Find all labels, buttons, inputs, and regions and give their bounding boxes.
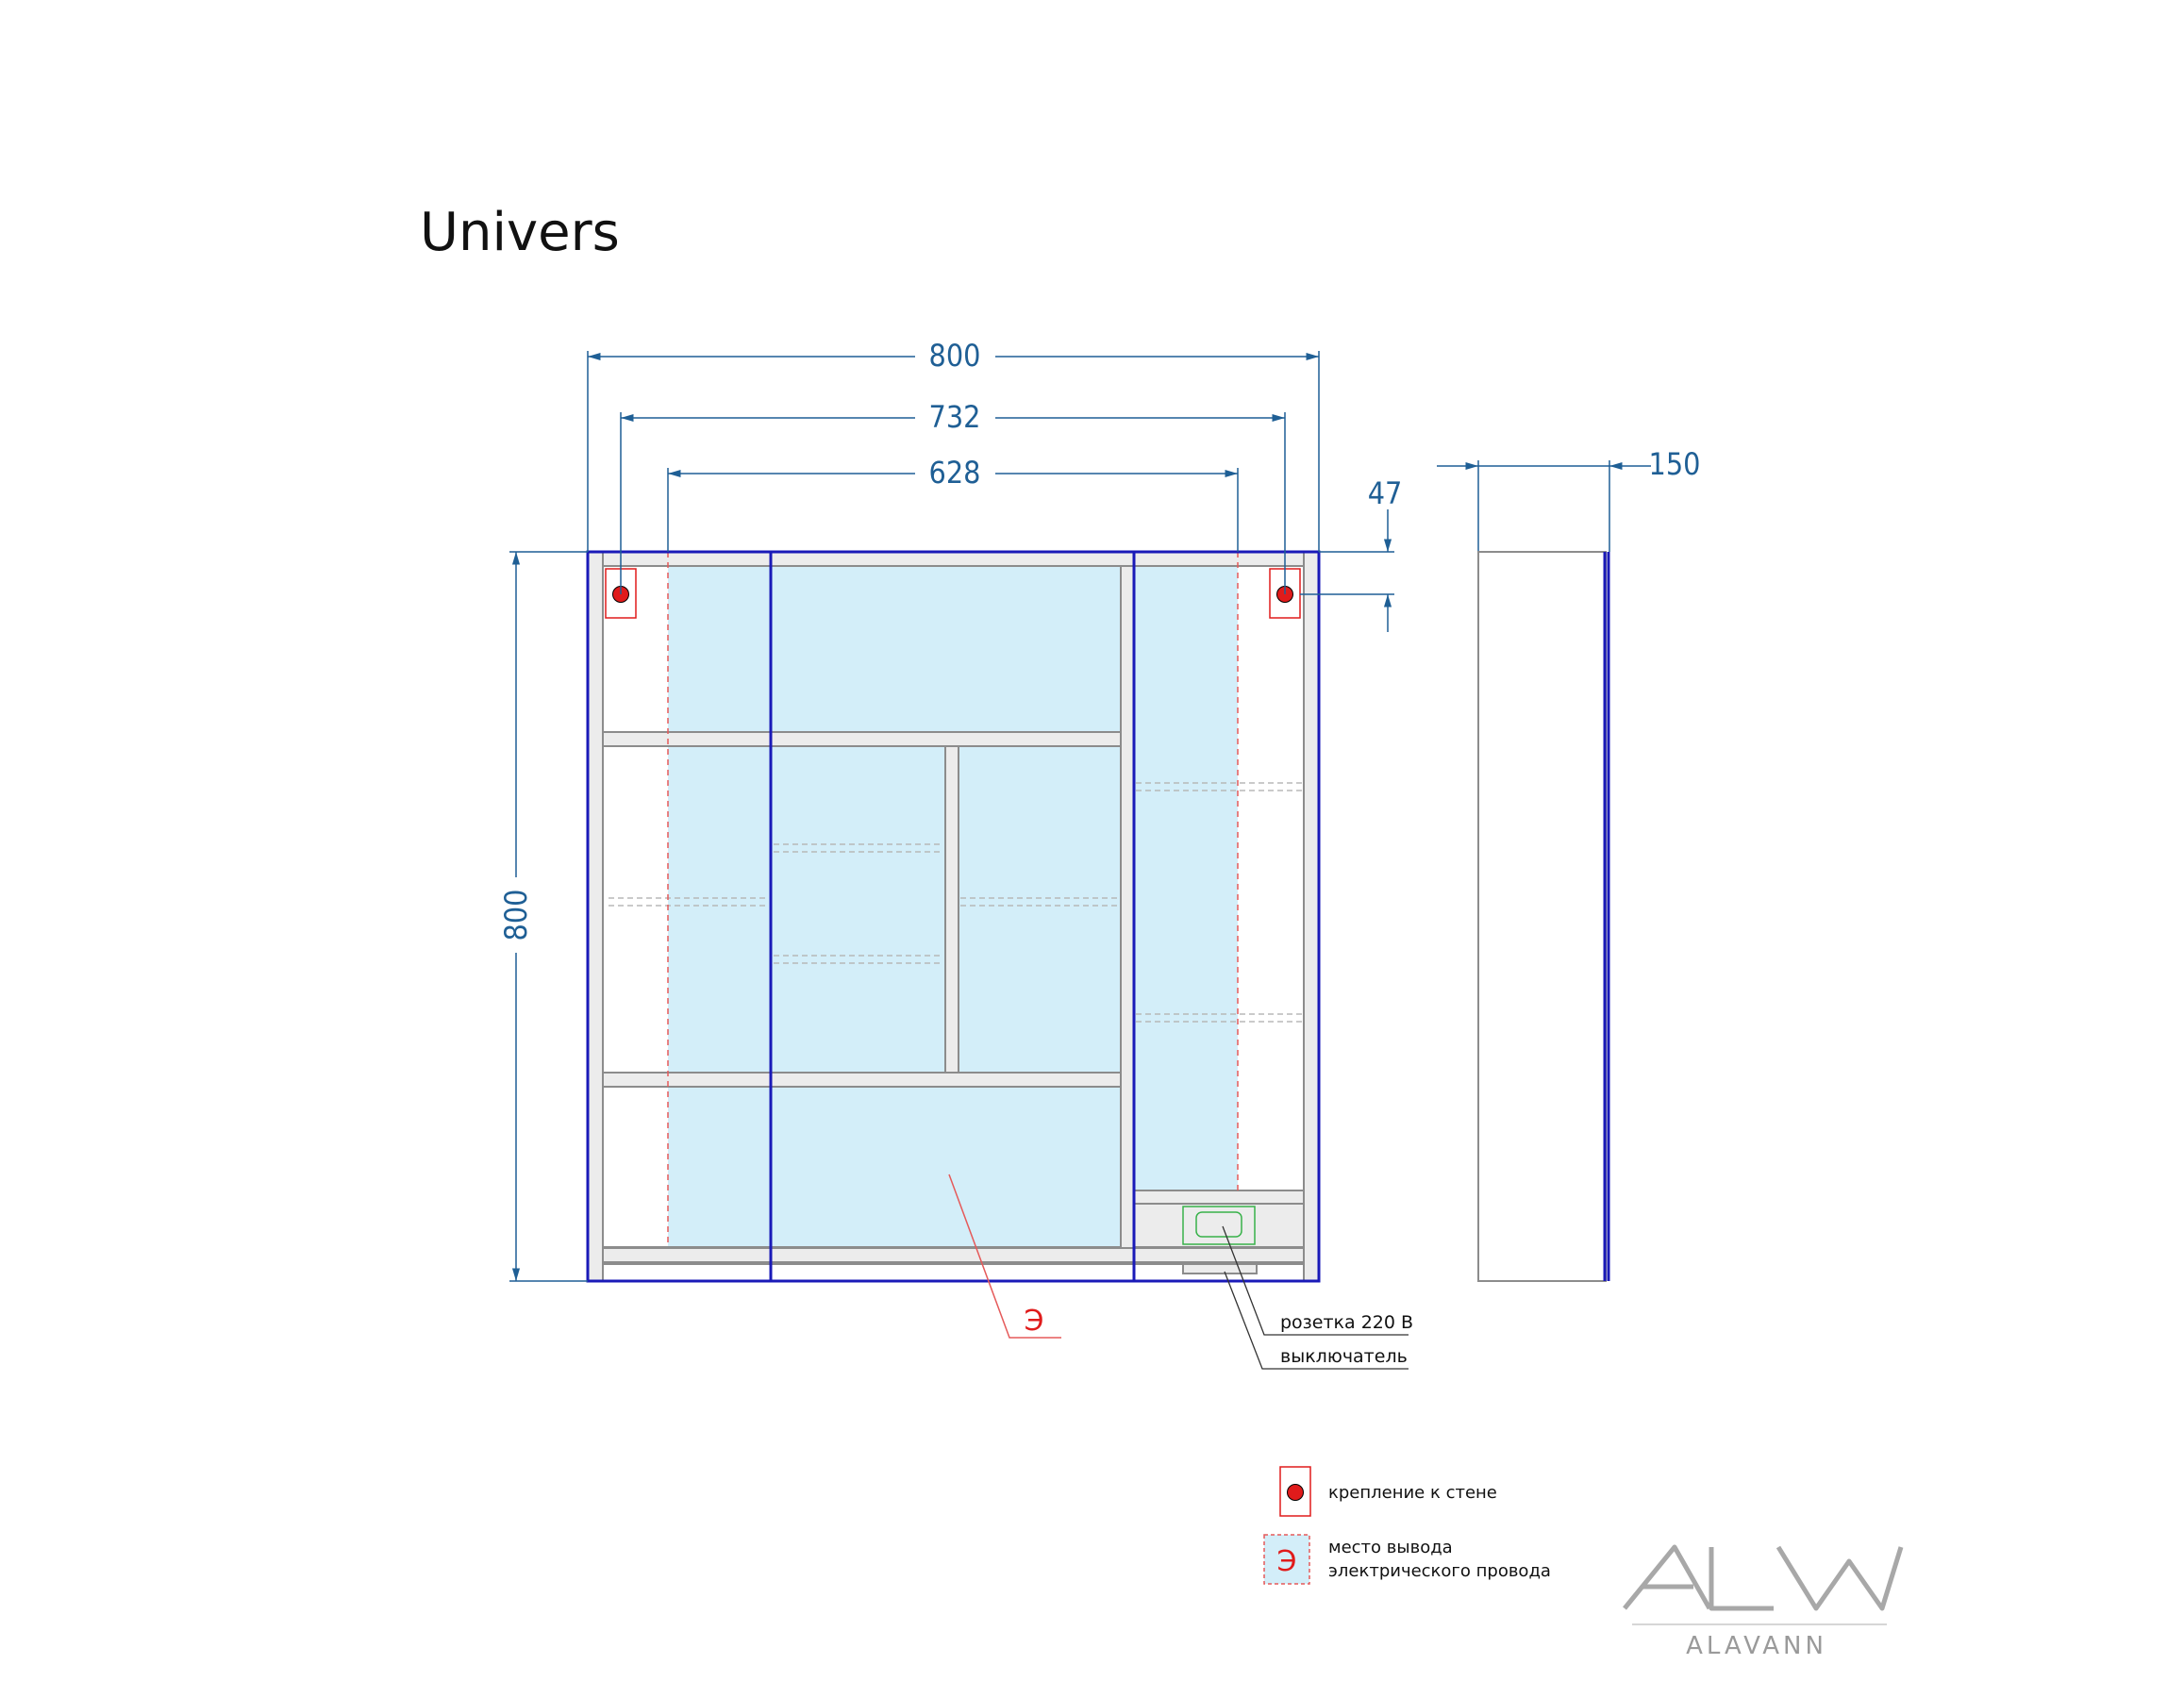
legend-wall-mount-icon	[1279, 1466, 1311, 1517]
dim-mount-spacing: 732	[929, 399, 981, 435]
legend-wall-mount-label: крепление к стене	[1328, 1483, 1497, 1503]
legend: крепление к стене Э место вывода электри…	[1263, 1466, 1551, 1585]
switch-label: выключатель	[1280, 1346, 1408, 1367]
legend-electrical-outlet-icon: Э	[1263, 1534, 1310, 1585]
dim-depth: 150	[1649, 446, 1701, 482]
legend-electrical-outlet-line2: электрического провода	[1328, 1561, 1551, 1581]
glass-shelves	[609, 782, 1302, 1023]
callout-lines	[948, 1174, 1061, 1339]
socket-label: розетка 220 В	[1280, 1312, 1413, 1333]
front-view	[586, 550, 1321, 1283]
svg-text:Э: Э	[1277, 1545, 1297, 1578]
dimension-lines	[509, 351, 1651, 1282]
electrical-mark-label: Э	[1025, 1305, 1044, 1338]
drawing-title: Univers	[420, 202, 620, 263]
dim-overall-width: 800	[929, 338, 981, 374]
side-view	[1477, 551, 1610, 1282]
dim-mount-offset-top: 47	[1368, 475, 1403, 511]
brand-name: ALAVANN	[1686, 1632, 1827, 1660]
alavann-logo: ALAVANN	[1623, 1544, 1904, 1660]
door-outlines	[586, 550, 1321, 1283]
dim-electrical-zone-width: 628	[929, 455, 981, 491]
legend-electrical-outlet-line1: место вывода	[1328, 1538, 1453, 1557]
dim-height: 800	[498, 890, 534, 941]
switch-icon	[1182, 1206, 1256, 1245]
